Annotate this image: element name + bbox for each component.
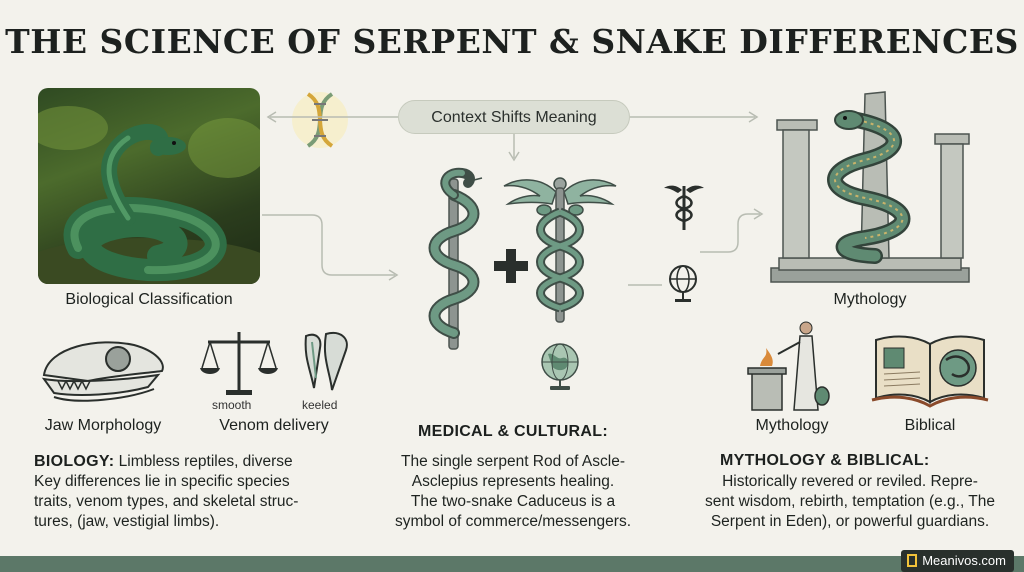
fangs-icon <box>304 332 348 391</box>
medical-line-2: Asclepius represents healing. <box>411 473 615 490</box>
biology-line-1: Limbless reptiles, diverse <box>118 453 293 470</box>
brand-name: Meanivos.com <box>922 553 1006 568</box>
plus-icon <box>494 249 528 283</box>
medical-text-block: The single serpent Rod of Ascle- Asclepi… <box>368 452 658 532</box>
medical-heading: MEDICAL & CULTURAL: <box>418 423 608 440</box>
snake-skull-icon <box>41 341 164 402</box>
biblical-label: Biblical <box>904 417 956 434</box>
footer-bar <box>0 556 1024 572</box>
venom-delivery-label: Venom delivery <box>219 417 329 434</box>
mythology-text-block: Historically revered or reviled. Repre- … <box>682 472 1018 532</box>
biology-line-3: traits, venom types, and skeletal struc- <box>34 493 299 510</box>
balance-scales-icon <box>200 332 278 395</box>
brand-logo-icon <box>907 554 918 567</box>
page-title: THE SCIENCE OF SERPENT & SNAKE DIFFERENC… <box>5 22 1019 61</box>
biology-text-block: BIOLOGY: Limbless reptiles, diverse Key … <box>34 452 354 532</box>
fang-keeled-label: keeled <box>302 398 338 412</box>
medical-line-3: The two-snake Caduceus is a <box>410 493 616 510</box>
biological-classification-label: Biological Classification <box>65 291 233 308</box>
medical-line-1: The single serpent Rod of Ascle- <box>400 453 625 470</box>
mythology-heading: MYTHOLOGY & BIBLICAL: <box>720 452 930 469</box>
temple-serpent-illustration <box>770 91 970 283</box>
biology-heading: BIOLOGY: <box>34 453 115 470</box>
jaw-morphology-label: Jaw Morphology <box>44 417 162 434</box>
small-caduceus-icon <box>664 185 704 230</box>
mythology-line-3: Serpent in Eden), or powerful guardians. <box>710 513 990 530</box>
green-snake-illustration <box>38 106 260 284</box>
fang-smooth-label: smooth <box>212 398 252 412</box>
biology-line-4: tures, (jaw, vestigial limbs). <box>34 513 220 530</box>
mythology-label-bottom: Mythology <box>755 417 829 434</box>
dna-icon <box>292 92 348 148</box>
biology-line-2: Key differences lie in specific species <box>34 473 290 490</box>
snake-photo <box>38 88 260 284</box>
mythology-line-1: Historically revered or reviled. Repre- <box>722 473 978 490</box>
context-shifts-pill: Context Shifts Meaning <box>398 100 630 134</box>
brand-badge[interactable]: Meanivos.com <box>901 550 1014 572</box>
globe-icon <box>541 343 579 390</box>
caduceus-icon <box>503 177 617 323</box>
mythology-line-2: sent wisdom, rebirth, temptation (e.g., … <box>704 493 996 510</box>
goddess-altar-icon <box>747 321 830 411</box>
rod-of-asclepius-icon <box>428 167 483 350</box>
open-book-icon <box>871 335 989 408</box>
mythology-label-top: Mythology <box>833 291 907 308</box>
small-globe-icon <box>669 265 697 302</box>
medical-line-4: symbol of commerce/messengers. <box>394 513 632 530</box>
